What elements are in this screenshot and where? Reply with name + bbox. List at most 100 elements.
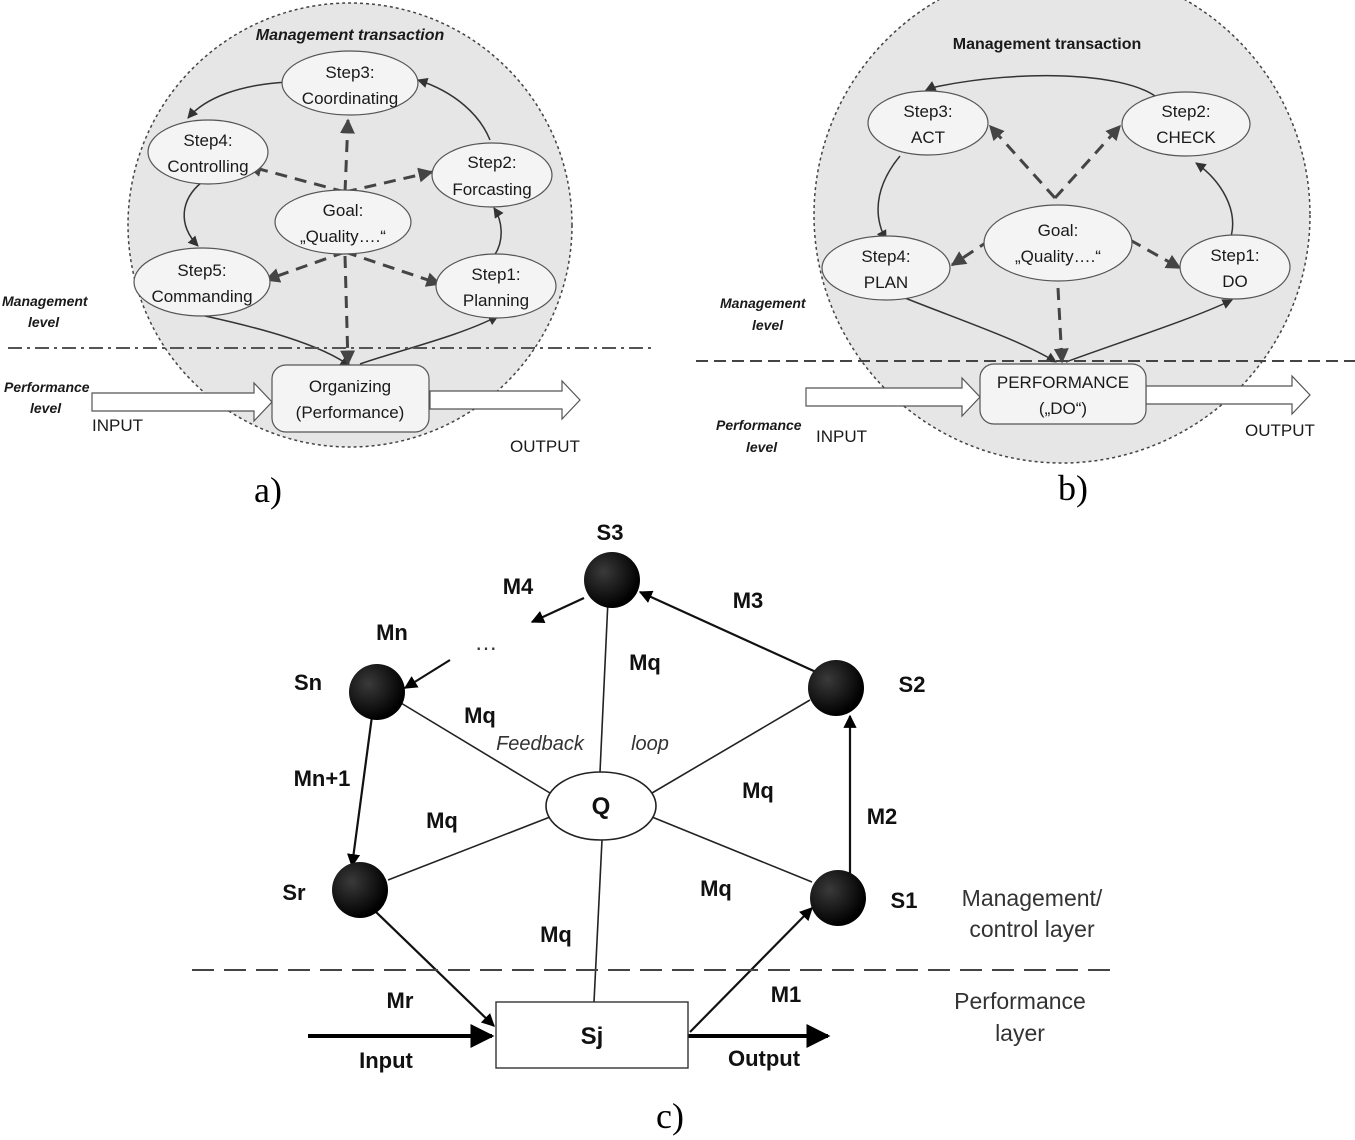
- panel-b-goal-line1: Goal:: [1038, 221, 1079, 240]
- panel-a-step3-node: Step3: Coordinating: [281, 50, 419, 116]
- panel-c-node-s2-ball: [808, 660, 864, 716]
- panel-c-edge-q-s3: [599, 599, 609, 773]
- panel-a-performance-level-line2: level: [30, 400, 62, 416]
- panel-a-title: Management transaction: [256, 27, 445, 44]
- panel-a-step4-line2: Controlling: [167, 157, 248, 176]
- panel-c-node-sn-label: Sn: [294, 670, 322, 695]
- panel-a-goal-line2: „Quality….“: [300, 227, 386, 246]
- panel-c-loop-label: loop: [631, 733, 669, 755]
- panel-c-label-mn1: Mn+1: [294, 766, 351, 791]
- panel-a-organizing-line2: (Performance): [296, 403, 405, 422]
- panel-c-performance-layer-line1: Performance: [954, 988, 1086, 1014]
- panel-c-node-q: Q: [545, 771, 657, 841]
- panel-c-edge-q-s1: [651, 816, 813, 883]
- panel-a-input-label: INPUT: [92, 416, 143, 435]
- panel-c-node-sn-ball: [349, 664, 405, 720]
- panel-a-goal-line1: Goal:: [323, 201, 364, 220]
- panel-c-node-sr-label: Sr: [282, 880, 306, 905]
- panel-b-step1-line2: DO: [1222, 272, 1248, 291]
- panel-c-node-s1-ball: [810, 870, 866, 926]
- panel-b-goal-to-step2: [1053, 124, 1122, 200]
- panel-b-input-arrow: [805, 376, 981, 418]
- panel-c-label-m2: M2: [867, 804, 898, 829]
- panel-c-edge-q-sr: [387, 816, 551, 881]
- panel-b-input-label: INPUT: [816, 427, 867, 446]
- panel-a-organizing-box: Organizing (Performance): [271, 364, 430, 433]
- panel-c-edge-q-sn: [395, 699, 551, 794]
- panel-a-management-level-line2: level: [28, 314, 60, 330]
- panel-b-management-level-line1: Management: [720, 295, 807, 311]
- panel-c-node-sr-ball: [332, 862, 388, 918]
- panel-c-label-mq-right: Mq: [742, 778, 774, 803]
- panel-c-node-q-label: Q: [592, 793, 611, 820]
- panel-c-label-mq-top: Mq: [629, 650, 661, 675]
- panel-c-edge-sn-sr: [347, 715, 374, 868]
- panel-c-label-mq-bottom: Mq: [540, 922, 572, 947]
- panel-b-goal-node: Goal: „Quality….“: [983, 204, 1133, 282]
- panel-a-step4-node: Step4: Controlling: [147, 119, 269, 185]
- panel-c-management-layer-line1: Management/: [962, 885, 1103, 911]
- panel-a-output-label: OUTPUT: [510, 437, 580, 456]
- panel-b-goal-to-step1: [1129, 238, 1182, 270]
- panel-a: Management transaction Step3: Coordinati…: [2, 2, 655, 510]
- panel-c-edge-q-s2: [651, 699, 811, 794]
- panel-c-label-mr: Mr: [387, 988, 414, 1013]
- panel-b-edge-performance-step1: [1065, 299, 1233, 363]
- panel-b-step2-line1: Step2:: [1161, 102, 1210, 121]
- panel-c-performance-layer-line2: layer: [995, 1020, 1045, 1046]
- panel-a-performance-level-line1: Performance: [4, 379, 90, 395]
- panel-a-input-arrow: [91, 381, 273, 423]
- panel-c-edge-q-sj: [593, 839, 603, 1003]
- panel-b-step4-line2: PLAN: [864, 273, 908, 292]
- panel-c-label-mq-lower-right: Mq: [700, 876, 732, 901]
- panel-c-label-dots: …: [475, 629, 498, 655]
- panel-b-step3-line1: Step3:: [903, 102, 952, 121]
- panel-b-performance-level-line2: level: [746, 439, 778, 455]
- panel-a-output-arrow: [429, 379, 581, 421]
- panel-c-label-m4: M4: [503, 574, 534, 599]
- panel-b-goal-to-performance: [1053, 287, 1069, 364]
- panel-b-step4-node: Step4: PLAN: [821, 235, 951, 301]
- panel-b-step1-line1: Step1:: [1210, 246, 1259, 265]
- panel-a-goal-to-organizing: [340, 255, 356, 366]
- panel-a-step5-node: Step5: Commanding: [133, 247, 271, 317]
- panel-a-goal-to-step1: [344, 250, 442, 287]
- panel-b-output-arrow: [1145, 374, 1311, 416]
- panel-b-edge-step3-step4: [876, 155, 901, 241]
- panel-b-edge-step4-performance: [904, 297, 1057, 363]
- panel-c-label-mq-left: Mq: [426, 808, 458, 833]
- panel-a-step4-line1: Step4:: [183, 131, 232, 150]
- panel-b-performance-box: PERFORMANCE („DO“): [979, 363, 1147, 425]
- panel-c-edge-s2-s3: [638, 590, 817, 674]
- panel-b-edge-step1-step2: [1195, 162, 1234, 241]
- panel-a-step1-node: Step1: Planning: [435, 253, 557, 319]
- panel-c-node-s3-ball: [584, 552, 640, 608]
- panel-b-goal-line2: „Quality….“: [1015, 247, 1101, 266]
- panel-b-step4-line1: Step4:: [861, 247, 910, 266]
- panel-c-label-mq-upper-left: Mq: [464, 703, 496, 728]
- panel-c-label-mn: Mn: [376, 620, 408, 645]
- panel-c-edge-s3-m4: [530, 597, 585, 624]
- panel-c-node-s1-label: S1: [891, 888, 918, 913]
- panel-c-label-m3: M3: [733, 588, 764, 613]
- panel-b-management-level-line2: level: [752, 317, 784, 333]
- panel-a-step2-node: Step2: Forcasting: [431, 142, 553, 208]
- panel-c: Q Sj S3 Sn S2 Sr S1 M4 Mn … M3 Mq Mq Fee…: [192, 520, 1112, 1136]
- panel-b-step2-node: Step2: CHECK: [1121, 91, 1251, 157]
- panel-a-label: a): [254, 470, 282, 510]
- panel-a-step2-line1: Step2:: [467, 153, 516, 172]
- panel-a-step3-line1: Step3:: [325, 63, 374, 82]
- panel-a-edge-step4-step5: [183, 181, 203, 247]
- panel-b-label: b): [1058, 468, 1088, 508]
- panel-a-management-level-line1: Management: [2, 293, 89, 309]
- panel-a-edge-step5-organizing: [204, 315, 351, 367]
- panel-a-step5-line1: Step5:: [177, 261, 226, 280]
- panel-a-edge-organizing-step1: [359, 315, 499, 365]
- panel-a-edge-step3-step4: [187, 81, 291, 119]
- panel-b-output-label: OUTPUT: [1245, 421, 1315, 440]
- panel-a-edge-step1-step2: [493, 207, 504, 257]
- panel-c-edge-dots-sn: [403, 659, 451, 689]
- panel-c-node-s3-label: S3: [597, 520, 624, 545]
- panel-c-feedback-label: Feedback: [496, 733, 585, 755]
- panel-b-title: Management transaction: [953, 36, 1141, 53]
